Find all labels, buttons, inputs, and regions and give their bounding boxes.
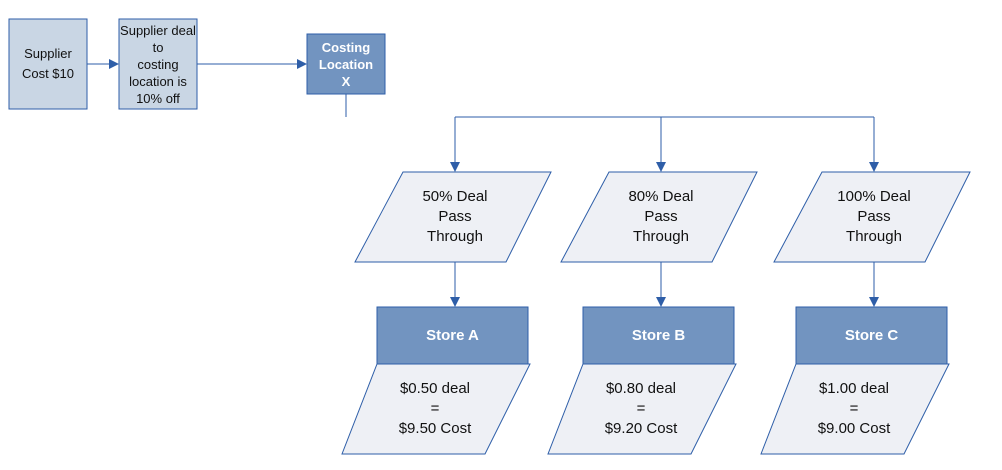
pass-through-parallelogram: [354, 171, 552, 263]
result-parallelogram: [341, 363, 531, 455]
pass-through-label: 50% Deal Pass Through: [422, 188, 488, 245]
supplier-cost-label: Supplier Cost $10: [21, 46, 75, 81]
store-label: Store B: [631, 326, 686, 344]
store-label: Store A: [426, 326, 479, 344]
result-label: $1.00 deal = $9.00 Cost: [817, 380, 891, 437]
pass-through-label: 100% Deal Pass Through: [837, 188, 911, 245]
store-label: Store C: [844, 326, 899, 344]
costing-location-box: [306, 33, 386, 95]
store-box: [376, 306, 529, 365]
pass-through-label: 80% Deal Pass Through: [628, 188, 694, 245]
pass-through-parallelogram: [773, 171, 971, 263]
costing-location-label: Costing Location X: [318, 39, 374, 89]
result-parallelogram: [547, 363, 737, 455]
supplier-deal-label: Supplier deal to costing location is 10%…: [120, 22, 196, 106]
supplier-cost-box: [8, 18, 88, 110]
result-label: $0.50 deal = $9.50 Cost: [398, 380, 472, 437]
pass-through-parallelogram: [560, 171, 758, 263]
supplier-deal-box: [118, 18, 198, 110]
store-box: [582, 306, 735, 365]
store-box: [795, 306, 948, 365]
result-label: $0.80 deal = $9.20 Cost: [604, 380, 678, 437]
result-parallelogram: [760, 363, 950, 455]
